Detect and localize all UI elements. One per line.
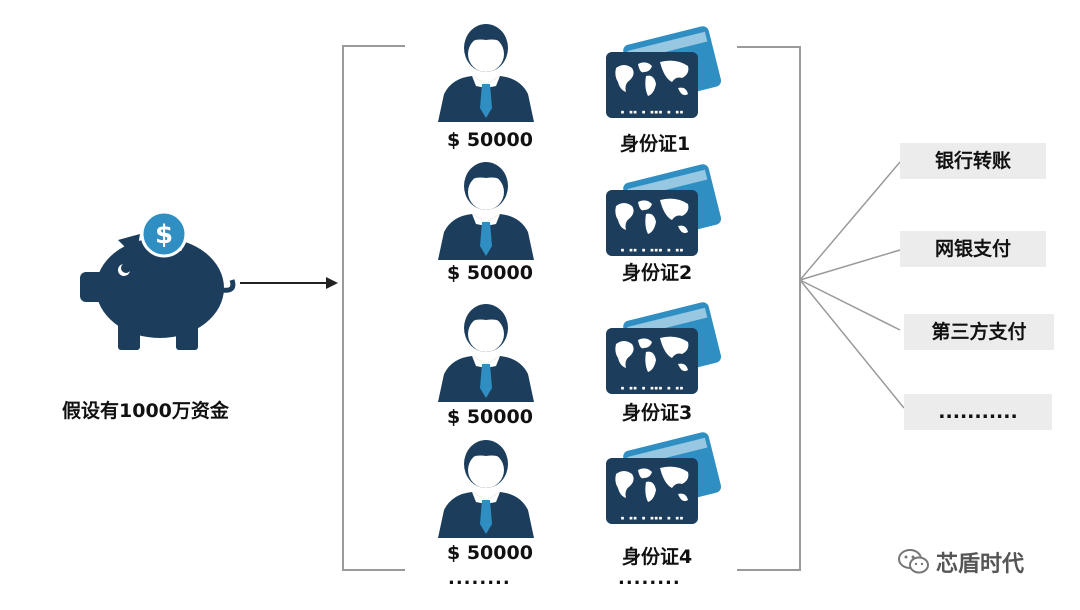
payment-third-party: 第三方支付	[904, 314, 1054, 350]
svg-text:▪ ▪▪ ▪ ▪▪▪ ▪ ▪▪: ▪ ▪▪ ▪ ▪▪▪ ▪ ▪▪	[620, 108, 683, 116]
person-icon	[438, 440, 534, 538]
amount-label: $ 50000	[447, 542, 533, 564]
person-icon	[438, 24, 534, 122]
fan-line-3	[799, 279, 901, 331]
amount-label: $ 50000	[447, 129, 533, 151]
svg-text:$: $	[155, 220, 173, 250]
person-icon	[438, 162, 534, 260]
left-bracket	[342, 45, 405, 571]
id-card-label: 身份证3	[622, 402, 693, 424]
arrow-head	[326, 277, 338, 289]
payment-online-banking: 网银支付	[900, 231, 1046, 267]
payment-bank-transfer: 银行转账	[900, 143, 1046, 179]
payment-more: ...........	[904, 394, 1052, 430]
wechat-icon	[898, 549, 929, 574]
person-icon	[438, 304, 534, 402]
svg-text:▪ ▪▪ ▪ ▪▪▪ ▪ ▪▪: ▪ ▪▪ ▪ ▪▪▪ ▪ ▪▪	[620, 514, 683, 522]
id-card-label: 身份证1	[620, 133, 691, 155]
fan-line-4	[799, 279, 905, 409]
id-card-icon: ▪ ▪▪ ▪ ▪▪▪ ▪ ▪▪	[606, 302, 722, 394]
amount-label: $ 50000	[447, 262, 533, 284]
piggy-bank-icon: $	[80, 210, 236, 350]
svg-text:▪ ▪▪ ▪ ▪▪▪ ▪ ▪▪: ▪ ▪▪ ▪ ▪▪▪ ▪ ▪▪	[620, 384, 683, 392]
id-card-label: 身份证2	[622, 262, 693, 284]
amount-label: $ 50000	[447, 406, 533, 428]
right-bracket	[737, 46, 801, 571]
svg-text:▪ ▪▪ ▪ ▪▪▪ ▪ ▪▪: ▪ ▪▪ ▪ ▪▪▪ ▪ ▪▪	[620, 246, 683, 254]
watermark: 芯盾时代	[898, 546, 1024, 578]
capital-label: 假设有1000万资金	[62, 400, 229, 422]
id-card-icon: ▪ ▪▪ ▪ ▪▪▪ ▪ ▪▪	[606, 164, 722, 256]
id-card-icon: ▪ ▪▪ ▪ ▪▪▪ ▪ ▪▪	[606, 26, 722, 118]
more-people-dots: ........	[448, 568, 511, 589]
more-ids-dots: ........	[618, 568, 681, 589]
id-card-icon: ▪ ▪▪ ▪ ▪▪▪ ▪ ▪▪	[606, 432, 722, 524]
fan-line-2	[799, 249, 901, 281]
id-card-label: 身份证4	[622, 546, 693, 568]
watermark-text: 芯盾时代	[936, 552, 1025, 577]
fan-line-1	[799, 161, 901, 281]
